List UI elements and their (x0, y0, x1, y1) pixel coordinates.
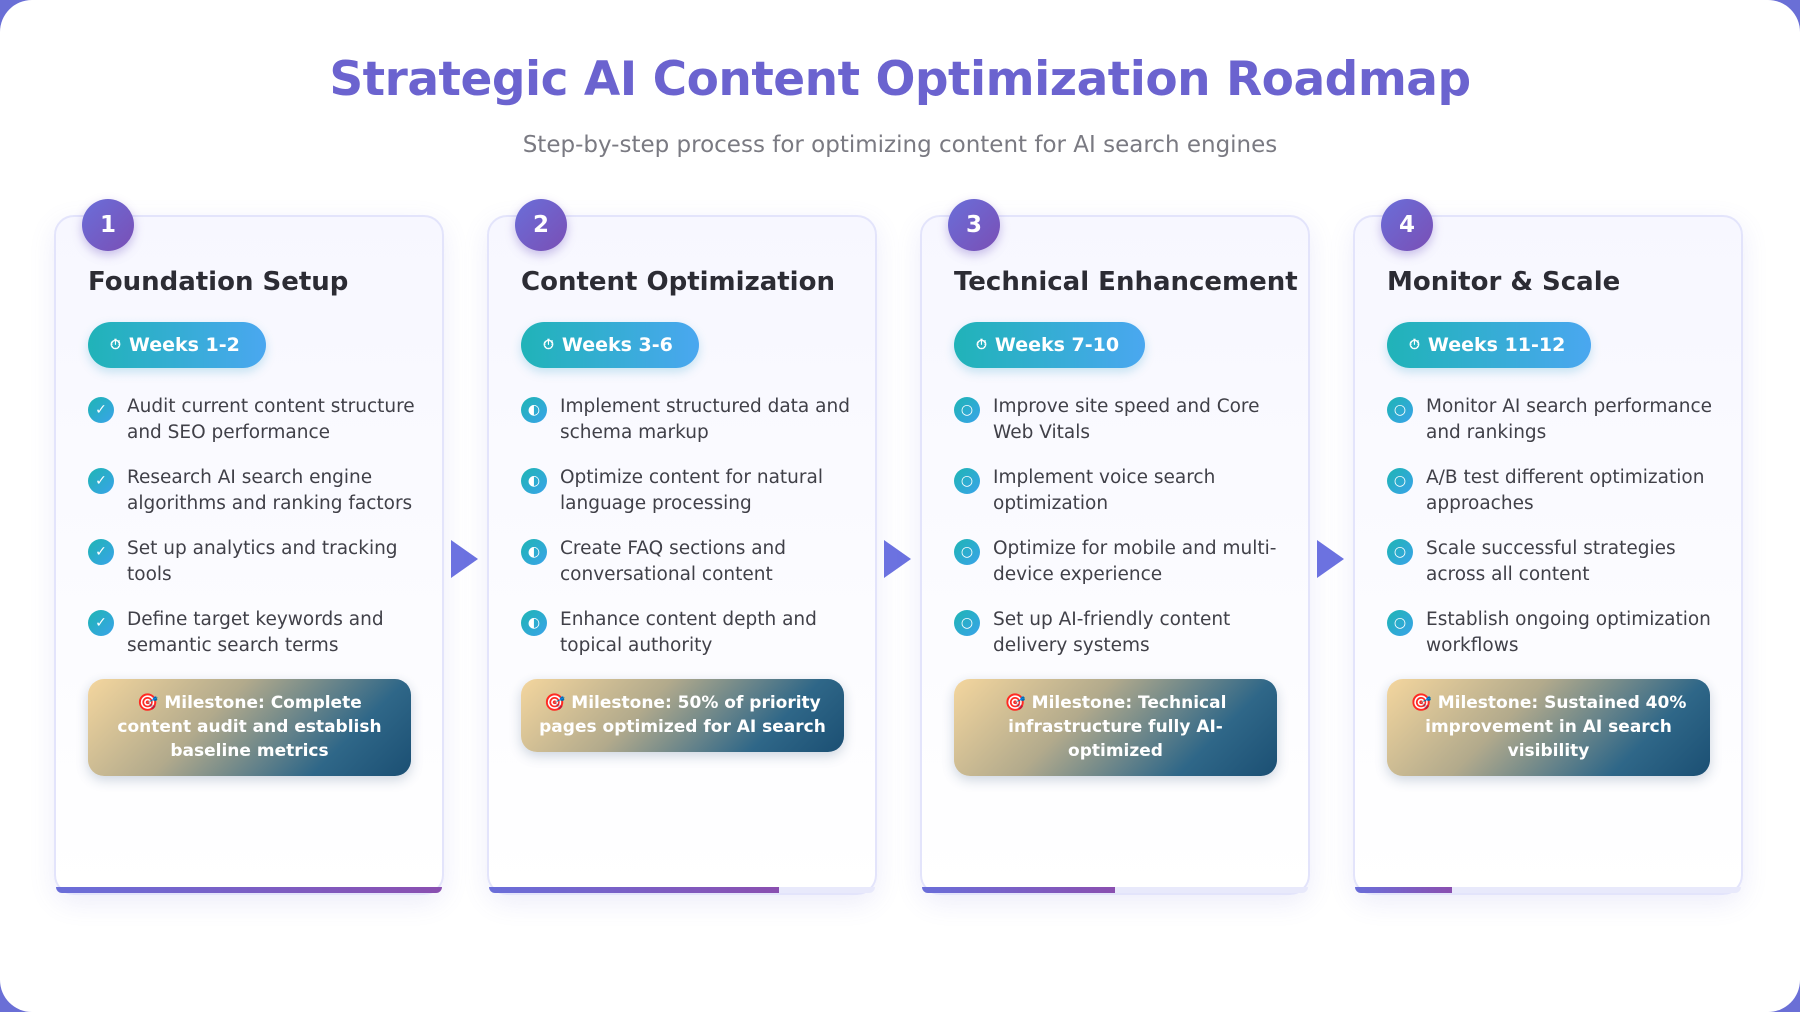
task-text: Optimize content for natural language pr… (560, 467, 823, 514)
checkmark-icon: ✓ (88, 397, 114, 423)
task-text: Monitor AI search performance and rankin… (1426, 396, 1713, 443)
checkmark-icon: ✓ (88, 539, 114, 565)
milestone-box: 🎯 Milestone: Complete content audit and … (88, 679, 411, 776)
page-subtitle: Step-by-step process for optimizing cont… (522, 132, 1278, 158)
task-item: ✓ Define target keywords and semantic sea… (88, 607, 418, 678)
task-item: ◐ Create FAQ sections and conversational … (521, 536, 851, 607)
task-item: ○ Scale successful strategies across all … (1387, 536, 1717, 607)
phase-card-1: 1 Foundation Setup ⏱ Weeks 1-2 ✓ Audit cu… (54, 199, 444, 895)
phase-progress-fill (489, 887, 779, 893)
task-text: Research AI search engine algorithms and… (127, 467, 413, 514)
half-circle-icon: ◐ (521, 610, 547, 636)
task-list: ○Improve site speed and Core Web Vitals … (954, 394, 1284, 678)
task-text: Implement structured data and schema mar… (560, 396, 850, 443)
task-text: Implement voice search optimization (993, 467, 1216, 514)
task-text: Audit current content structure and SEO … (127, 396, 415, 443)
half-circle-icon: ◐ (521, 468, 547, 494)
task-item: ○ Implement voice search optimization (954, 465, 1284, 536)
half-circle-icon: ◐ (521, 397, 547, 423)
task-text: Define target keywords and semantic sear… (127, 609, 384, 656)
phase-number-badge: 4 (1381, 199, 1433, 251)
milestone-box: 🎯 Milestone: Sustained 40% improvement i… (1387, 679, 1710, 776)
timeline-label: Weeks 7-10 (994, 334, 1120, 356)
circle-icon: ○ (1387, 468, 1413, 494)
task-item: ◐ Optimize content for natural language p… (521, 465, 851, 536)
task-list: ○ Monitor AI search performance and ranki… (1387, 394, 1717, 678)
task-text: Establish ongoing optimization workflows (1426, 609, 1711, 656)
stopwatch-icon: ⏱ (110, 337, 121, 353)
phase-number-badge: 2 (515, 199, 567, 251)
phase-progress-fill (56, 887, 442, 893)
task-item: ○ Set up AI-friendly content delivery sys… (954, 607, 1284, 678)
phase-card-2: 2 Content Optimization ⏱ Weeks 3-6 ◐ Impl… (487, 199, 877, 895)
circle-icon: ○ (1387, 539, 1413, 565)
task-item: ○ Monitor AI search performance and ranki… (1387, 394, 1717, 465)
phase-progress-fill (922, 887, 1115, 893)
arrow-right-icon (884, 540, 911, 578)
task-item: ○ A/B test different optimization approac… (1387, 465, 1717, 536)
arrow-right-icon (451, 540, 478, 578)
task-text: Set up analytics and tracking tools (127, 538, 398, 585)
task-text: Create FAQ sections and conversational c… (560, 538, 787, 585)
task-item: ✓ Set up analytics and tracking tools (88, 536, 418, 607)
task-text: Optimize for mobile and multi-device exp… (993, 538, 1277, 585)
task-text: A/B test different optimization approach… (1426, 467, 1705, 514)
timeline-badge: ⏱ Weeks 11-12 (1387, 322, 1592, 368)
task-item: ○ Improve site speed and Core Web Vitals (954, 394, 1284, 465)
task-item: ✓ Audit current content structure and SEO… (88, 394, 418, 465)
circle-icon: ○ (954, 610, 980, 636)
phase-number-badge: 3 (948, 199, 1000, 251)
circle-icon: ○ (954, 468, 980, 494)
milestone-box: 🎯 Milestone: Technical infrastructure fu… (954, 679, 1277, 776)
circle-icon: ○ (1387, 610, 1413, 636)
circle-icon: ○ (1387, 397, 1413, 423)
half-circle-icon: ◐ (521, 539, 547, 565)
phase-progress-bar (922, 887, 1308, 893)
task-text: Scale successful strategies across all c… (1426, 538, 1676, 585)
timeline-badge: ⏱ Weeks 1-2 (88, 322, 266, 368)
task-list: ◐ Implement structured data and schema ma… (521, 394, 851, 678)
task-item: ✓ Research AI search engine algorithms an… (88, 465, 418, 536)
timeline-label: Weeks 1-2 (128, 334, 240, 356)
phase-card-3: 3 Technical Enhancement ⏱ Weeks 7-10 ○ Im… (920, 199, 1310, 895)
timeline-badge: ⏱ Weeks 3-6 (521, 322, 699, 368)
checkmark-icon: ✓ (88, 610, 114, 636)
phase-card-4: 4 Monitor & Scale ⏱ Weeks 11-12 ○ Monitor… (1353, 199, 1743, 895)
timeline-label: Weeks 11-12 (1427, 334, 1566, 356)
task-item: ◐ Implement structured data and schema ma… (521, 394, 851, 465)
phase-number-badge: 1 (82, 199, 134, 251)
task-text: Set up AI-friendly content delivery syst… (993, 609, 1231, 656)
task-text: Improve site speed and Core Web Vitals (993, 396, 1260, 443)
timeline-badge: ⏱ Weeks 7-10 (954, 322, 1146, 368)
task-item: ○ Optimize for mobile and multi-device ex… (954, 536, 1284, 607)
timeline-label: Weeks 3-6 (561, 334, 673, 356)
task-list: ✓ Audit current content structure and SEO… (88, 394, 418, 678)
phase-title: Content Optimization (521, 267, 835, 297)
phase-title: Foundation Setup (88, 267, 349, 297)
phase-progress-bar (56, 887, 442, 893)
task-text: Enhance content depth and topical author… (560, 609, 817, 656)
checkmark-icon: ✓ (88, 468, 114, 494)
phase-progress-fill (1355, 887, 1452, 893)
task-item: ◐ Enhance content depth and topical autho… (521, 607, 851, 678)
arrow-right-icon (1317, 540, 1344, 578)
stopwatch-icon: ⏱ (543, 337, 554, 353)
phase-title: Technical Enhancement (954, 267, 1298, 297)
phase-progress-bar (1355, 887, 1741, 893)
milestone-box: 🎯 Milestone: 50% of priority pages optim… (521, 679, 844, 752)
task-item: ○ Establish ongoing optimization workflow… (1387, 607, 1717, 678)
circle-icon: ○ (954, 397, 980, 423)
page-title: Strategic AI Content Optimization Roadma… (329, 52, 1471, 107)
stopwatch-icon: ⏱ (1409, 337, 1420, 353)
stopwatch-icon: ⏱ (976, 337, 987, 353)
circle-icon: ○ (954, 539, 980, 565)
phase-title: Monitor & Scale (1387, 267, 1621, 297)
phase-progress-bar (489, 887, 875, 893)
